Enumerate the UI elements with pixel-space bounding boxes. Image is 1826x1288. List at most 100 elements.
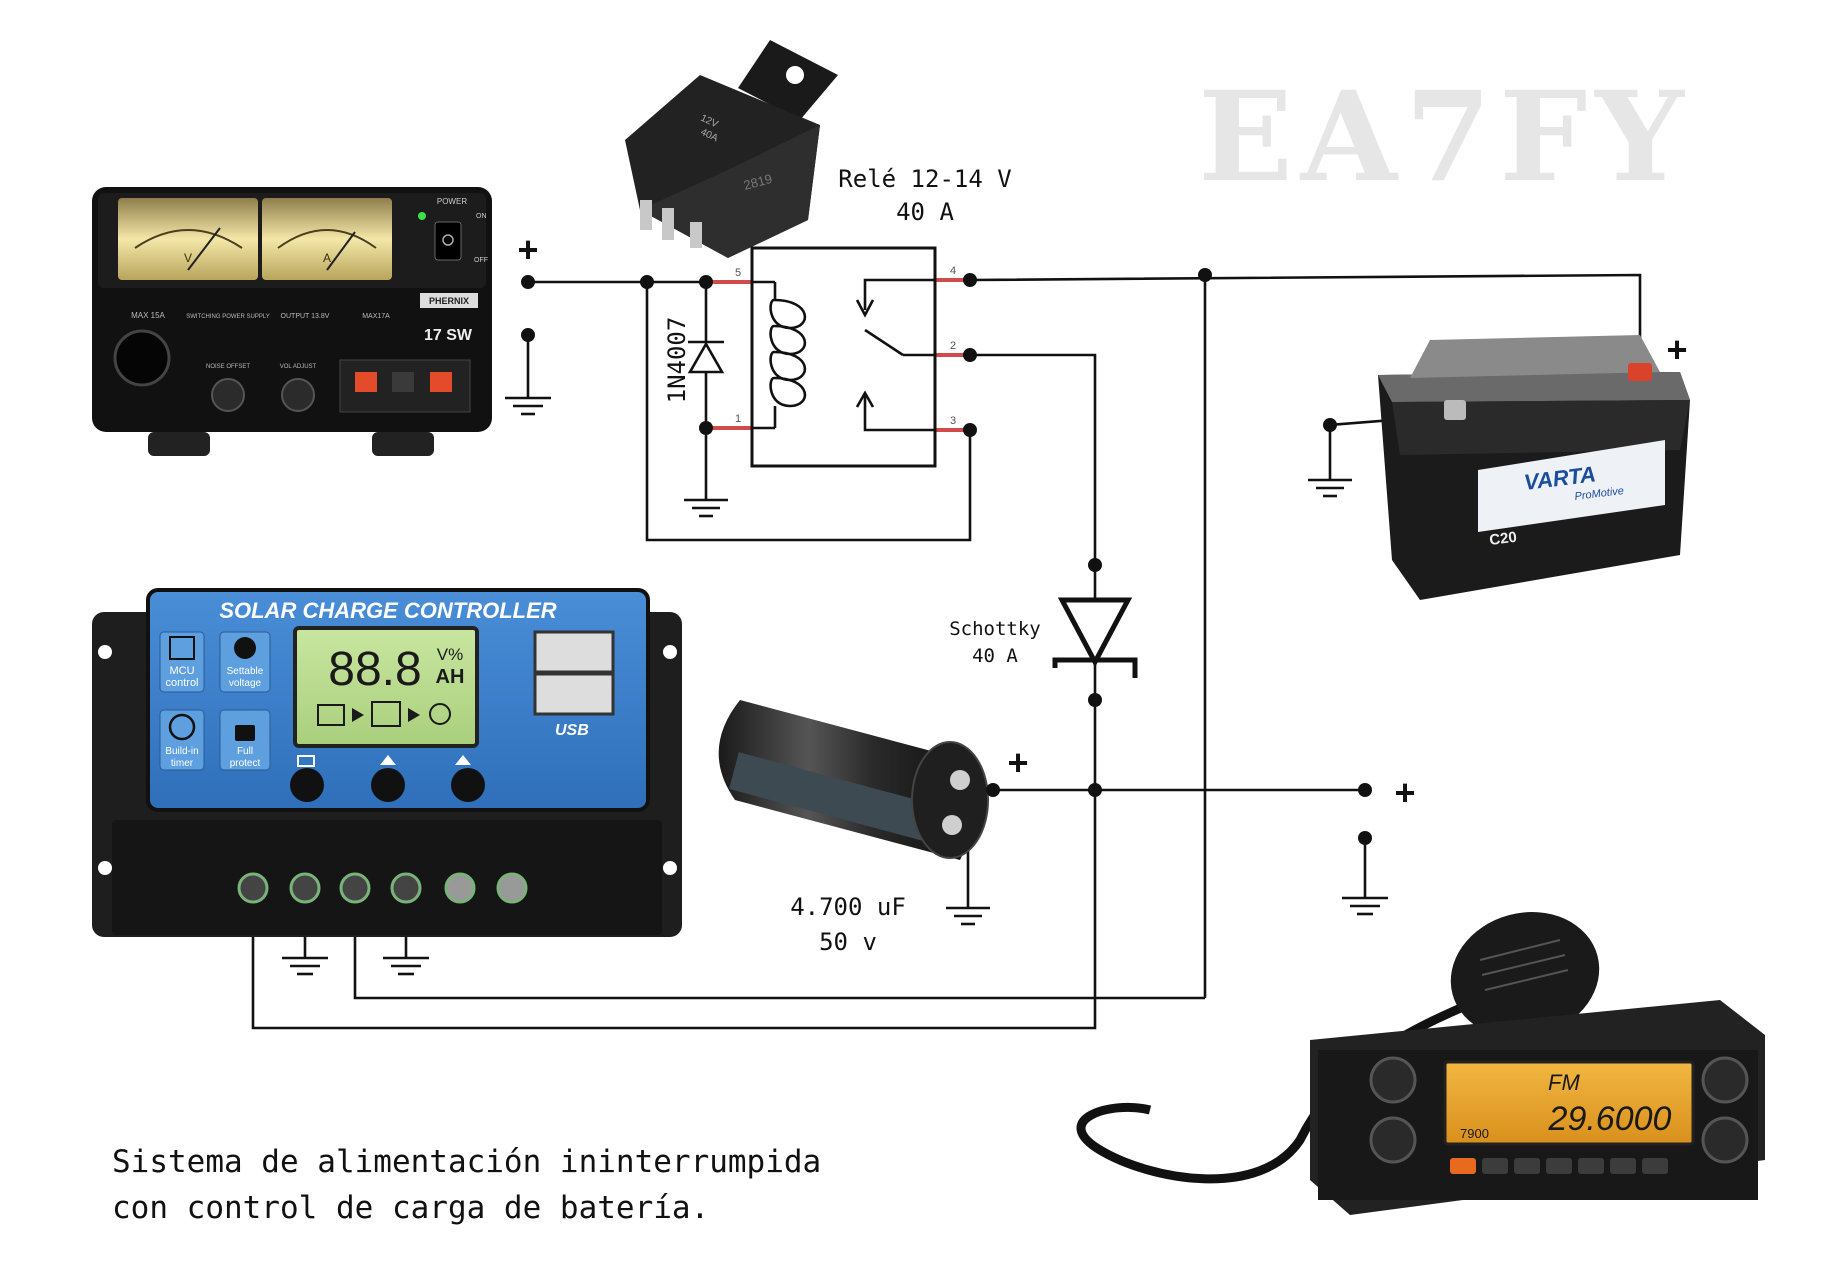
charge-controller: SOLAR CHARGE CONTROLLER MCU control Sett…: [92, 588, 682, 937]
battery-plus: +: [1666, 329, 1687, 370]
capacitor-label-voltage: 50 v: [819, 928, 877, 956]
lcd-units-top: V%: [437, 645, 463, 664]
controller-title: SOLAR CHARGE CONTROLLER: [219, 598, 556, 623]
ps-knob-vol-label: VOL ADJUST: [280, 364, 317, 370]
voltmeter-unit: V: [184, 251, 192, 265]
caption-line-1: Sistema de alimentación ininterrumpida: [112, 1144, 821, 1180]
lcd-flow-icons: [317, 701, 451, 727]
feature-voltage: voltage: [229, 678, 262, 689]
ps-knob-noise: [211, 378, 245, 412]
diode-label: 1N4007: [663, 317, 691, 404]
power-label: POWER: [437, 197, 467, 206]
microphone: [1450, 912, 1600, 1038]
relay-pin-5: 5: [735, 267, 741, 279]
power-supply: V A POWER ON OFF MAX 15A SWITCHING POWER…: [92, 187, 492, 456]
ammeter-unit: A: [323, 251, 331, 265]
ps-brand: PHERNIX: [429, 296, 469, 306]
radio-buttons: [1450, 1158, 1668, 1174]
radio-display: [1443, 1060, 1695, 1146]
ps-brand-plate: [420, 293, 478, 308]
ps-label-max17a: MAX17A: [362, 313, 390, 320]
cb-radio: FM 29.6000 7900: [1076, 912, 1765, 1215]
ground-icon: [282, 956, 328, 976]
ground-icon: [1308, 478, 1352, 498]
schottky-label-name: Schottky: [949, 618, 1041, 640]
controller-button-set: [451, 768, 485, 802]
relay-pin-1: 1: [735, 413, 741, 425]
ground-symbols: [282, 396, 1388, 976]
controller-button-menu: [290, 768, 324, 802]
relay-photo: 12V 40A 2819: [625, 40, 838, 258]
ps-knob-noise-label: NOISE OFFSET: [206, 364, 250, 370]
relay-pin-2: 2: [950, 340, 956, 352]
ps-model: 17 SW: [424, 327, 473, 344]
feature-control: control: [165, 677, 198, 689]
radio-channel: 7900: [1460, 1126, 1489, 1141]
radio-frequency: 29.6000: [1548, 1100, 1672, 1138]
schottky-diode: [1052, 565, 1138, 700]
off-label: OFF: [474, 257, 488, 264]
ps-cig-socket: [113, 329, 171, 387]
ground-icon: [1342, 896, 1388, 916]
lock-icon: [235, 725, 255, 741]
ground-icon: [383, 956, 429, 976]
on-label: ON: [476, 213, 487, 220]
ps-label-max15a: MAX 15A: [131, 311, 165, 320]
schottky-label-current: 40 A: [972, 645, 1018, 667]
relay-case-code: 2819: [742, 171, 774, 193]
controller-lcd: [293, 626, 479, 748]
power-led: [418, 212, 426, 220]
feature-full: Full: [237, 746, 253, 757]
usb-label: USB: [555, 722, 589, 739]
battery: VARTA ProMotive C20: [1378, 335, 1690, 600]
diode-1n4007: [687, 330, 725, 374]
watermark-text: EA7FY: [1198, 65, 1692, 210]
battery-model: C20: [1488, 529, 1517, 549]
feature-settable: Settable: [227, 666, 264, 677]
battery-line: ProMotive: [1574, 485, 1625, 503]
radio-band: FM: [1548, 1070, 1580, 1095]
usb-port-2: [533, 672, 615, 716]
relay-symbol: [750, 246, 937, 468]
battery-terminal-negative: [1444, 400, 1466, 420]
power-switch: [434, 221, 462, 261]
feature-mcu: MCU: [169, 665, 194, 677]
ground-icon: [505, 396, 551, 416]
radio-knob-right-bottom: [1701, 1116, 1749, 1164]
voltmeter: [118, 198, 258, 280]
ground-icon: [946, 906, 990, 926]
controller-button-up: [371, 768, 405, 802]
radio-knob-left: [1369, 1056, 1417, 1104]
relay-pin-4: 4: [950, 265, 956, 277]
psu-plus: +: [517, 229, 538, 270]
lcd-units-bottom: AH: [436, 666, 465, 688]
feature-protect: protect: [230, 758, 261, 769]
relay-pin-3: 3: [950, 415, 956, 427]
ammeter: [262, 198, 392, 280]
lcd-digits: 88.8: [328, 643, 421, 696]
ground-icon: [684, 498, 728, 518]
controller-terminals: [237, 872, 528, 904]
ps-label-output: OUTPUT 13.8V: [281, 313, 330, 320]
capacitor-plus: +: [1007, 742, 1028, 783]
output-plus: +: [1394, 772, 1415, 813]
gear-icon: [234, 637, 256, 659]
capacitor: [718, 700, 1000, 860]
feature-timer: timer: [171, 758, 194, 769]
battery-terminal-positive: [1628, 363, 1652, 381]
junction-dots: [521, 268, 1372, 845]
ps-knob-vol: [281, 378, 315, 412]
relay-label-current: 40 A: [896, 198, 954, 226]
feature-buildin: Build-in: [165, 746, 198, 757]
radio-knob-right: [1701, 1056, 1749, 1104]
relay-label-voltage: Relé 12-14 V: [838, 165, 1011, 193]
usb-port-1: [533, 630, 615, 674]
caption-line-2: con control de carga de batería.: [112, 1190, 709, 1226]
capacitor-label-capacitance: 4.700 uF: [790, 893, 906, 921]
radio-knob-left-bottom: [1369, 1116, 1417, 1164]
ps-label-switching: SWITCHING POWER SUPPLY: [186, 314, 270, 320]
chip-icon: [169, 636, 195, 660]
clock-icon: [168, 713, 196, 741]
